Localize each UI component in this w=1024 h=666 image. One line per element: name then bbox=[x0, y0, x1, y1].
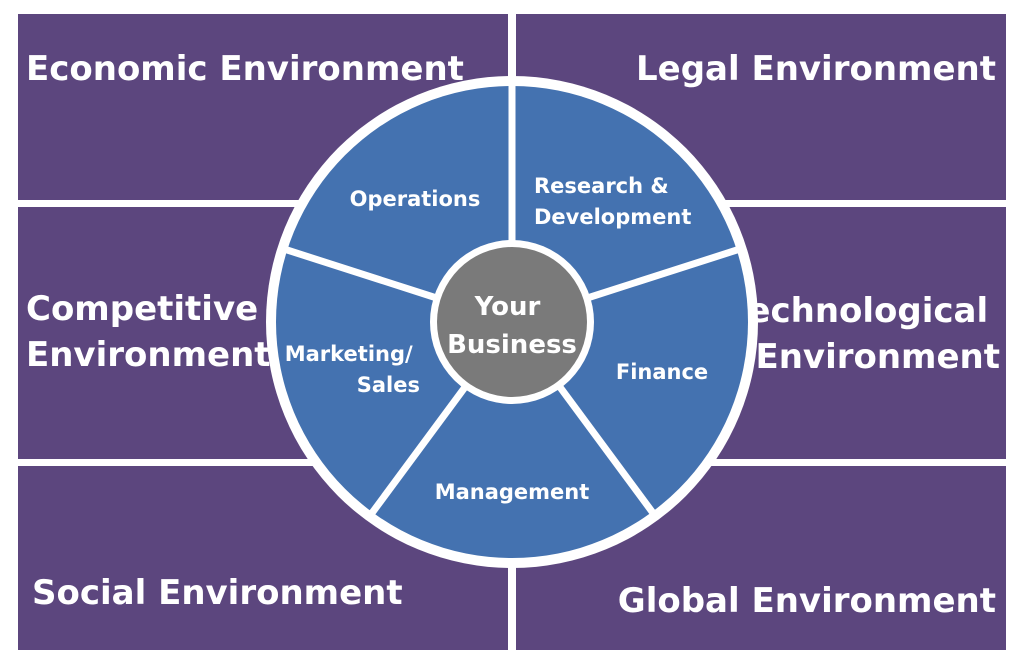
segment-marketing-line-1: Marketing/ bbox=[285, 342, 413, 366]
segment-management: Management bbox=[435, 480, 590, 504]
segment-research-development: Research & Development bbox=[534, 174, 691, 229]
label-competitive-line-1: Competitive bbox=[26, 289, 258, 329]
divider-upper-left bbox=[282, 245, 448, 305]
label-global-environment: Global Environment bbox=[618, 581, 996, 621]
business-wheel bbox=[266, 76, 758, 568]
center-label-line-2: Business bbox=[447, 330, 577, 360]
label-social-line-1: Social Environment bbox=[32, 573, 403, 613]
environment-labels: Economic Environment Legal Environment C… bbox=[26, 49, 1000, 621]
segment-research-line-2: Development bbox=[534, 205, 691, 229]
label-competitive-line-2: Environment bbox=[26, 335, 271, 375]
segment-labels: Operations Research & Development Financ… bbox=[285, 174, 708, 504]
divider-upper-right bbox=[576, 245, 742, 305]
center-label-your-business: Your Business bbox=[447, 292, 577, 360]
segment-finance-line-1: Finance bbox=[616, 360, 708, 384]
segment-marketing-line-2: Sales bbox=[357, 373, 420, 397]
divider-lower-left bbox=[369, 376, 474, 516]
label-competitive-environment: Competitive Environment bbox=[26, 289, 271, 375]
environment-panels bbox=[18, 14, 1006, 650]
segment-operations-line-1: Operations bbox=[350, 187, 481, 211]
segment-finance: Finance bbox=[616, 360, 708, 384]
label-economic-line-1: Economic Environment bbox=[26, 49, 464, 89]
label-legal-environment: Legal Environment bbox=[636, 49, 996, 89]
segment-operations: Operations bbox=[350, 187, 481, 211]
divider-lower-right bbox=[551, 376, 656, 516]
label-economic-environment: Economic Environment bbox=[26, 49, 464, 89]
label-legal-line-1: Legal Environment bbox=[636, 49, 996, 89]
center-label-line-1: Your bbox=[474, 292, 541, 322]
label-technological-environment: Technological Environment bbox=[729, 291, 1000, 377]
center-circle bbox=[437, 247, 587, 397]
segment-management-line-1: Management bbox=[435, 480, 590, 504]
wheel-dividers bbox=[282, 84, 742, 516]
label-technological-line-1: Technological bbox=[729, 291, 988, 331]
segment-research-line-1: Research & bbox=[534, 174, 669, 198]
segment-marketing-sales: Marketing/ Sales bbox=[285, 342, 420, 397]
label-social-environment: Social Environment bbox=[32, 573, 403, 613]
label-technological-line-2: Environment bbox=[755, 337, 1000, 377]
label-global-line-1: Global Environment bbox=[618, 581, 996, 621]
